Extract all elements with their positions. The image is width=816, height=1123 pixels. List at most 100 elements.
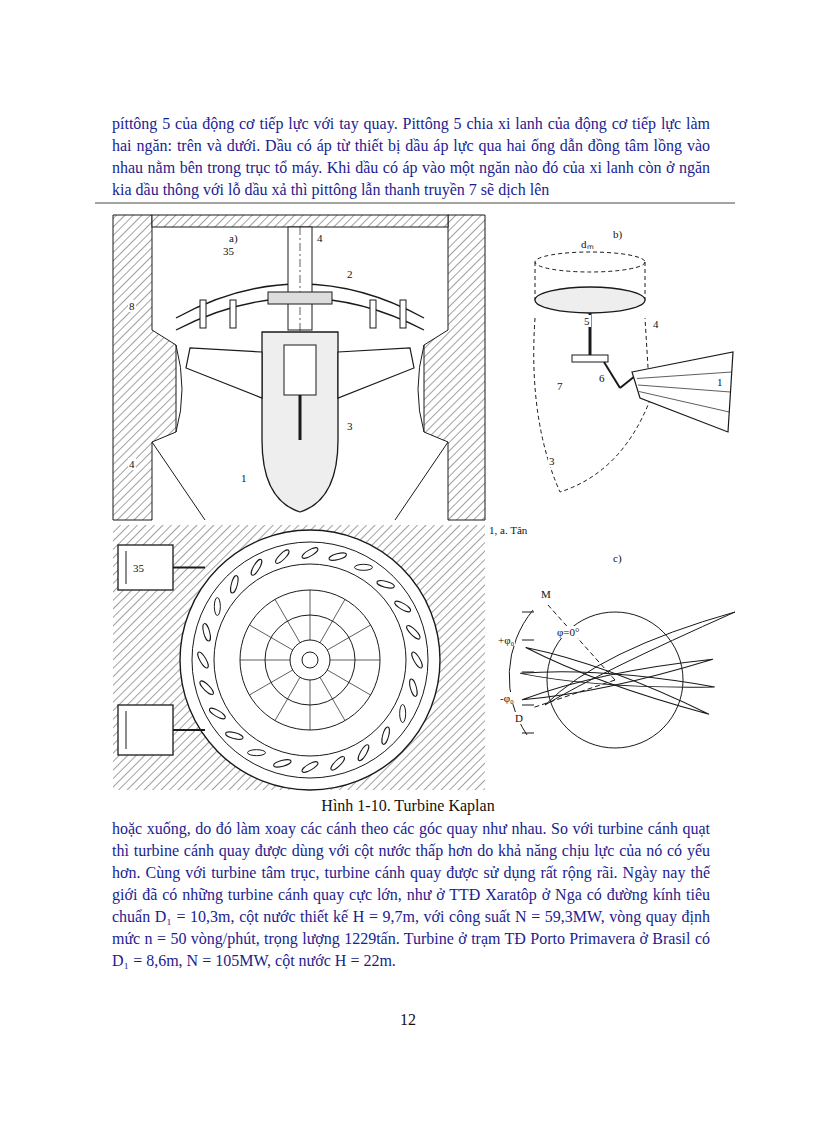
section-view <box>113 215 485 520</box>
crosshead <box>572 355 608 362</box>
callout-number: 1 <box>716 376 724 388</box>
draft-tube <box>395 442 448 520</box>
hub-circle <box>240 590 380 730</box>
runner-hub <box>262 332 338 512</box>
guide-vane <box>198 679 215 696</box>
angle-label: M <box>540 588 552 600</box>
hub-outline <box>535 262 536 300</box>
guide-vane <box>380 726 390 745</box>
hub-circle <box>290 640 330 680</box>
guide-vane <box>370 300 376 328</box>
arc-tick <box>522 612 534 613</box>
hub-outline <box>534 318 650 492</box>
radial-line <box>310 680 311 730</box>
plan-view <box>113 525 485 790</box>
blade-profile <box>521 653 714 704</box>
blade-profile <box>545 612 735 705</box>
servomotor-piston <box>126 551 127 584</box>
radial-line <box>330 660 380 661</box>
guide-vane <box>201 623 211 642</box>
runner-blade <box>632 352 733 432</box>
guide-vane <box>400 705 406 723</box>
angle-label: +φ₀ <box>497 634 515 646</box>
callout-number: 5 <box>583 315 591 327</box>
angle-label: φ=0° <box>556 626 580 638</box>
discharge-ring <box>176 345 182 432</box>
arc-tick <box>522 640 534 641</box>
rule-line <box>95 203 735 204</box>
servomotor-rod <box>173 567 205 569</box>
runner-blade <box>186 348 262 398</box>
arc-tick <box>522 705 534 706</box>
link <box>604 362 620 388</box>
guide-vane <box>200 300 206 328</box>
servomotor-cylinder <box>284 345 316 395</box>
guide-vane <box>301 760 320 774</box>
callout-number: 1 <box>240 472 248 484</box>
hub-sketch <box>534 252 733 492</box>
callout-number: 2 <box>346 268 354 280</box>
radial-line <box>275 599 300 642</box>
guide-vane <box>408 678 418 697</box>
guide-vane <box>196 651 210 670</box>
paragraph: hoặc xuống, do đó làm xoay các cánh theo… <box>112 818 710 972</box>
blade-profiles <box>509 605 735 748</box>
discharge-ring <box>418 345 424 432</box>
blade-profile <box>520 667 715 692</box>
angle-label: -φ₀ <box>499 692 515 704</box>
blade-profile <box>524 642 711 719</box>
callout-number: 3 <box>346 420 354 432</box>
concrete-slab <box>152 215 448 227</box>
hub-circle <box>302 652 318 668</box>
spiral-casing <box>180 530 440 790</box>
radial-line <box>275 677 300 720</box>
guide-vane <box>356 743 370 762</box>
callout-number: dₘ <box>580 238 595 250</box>
servomotor <box>118 545 173 590</box>
flange <box>268 292 332 304</box>
panel-label: b) <box>612 228 623 240</box>
panel-label: c) <box>612 552 623 564</box>
hub-top-outline <box>535 252 645 272</box>
figure-caption: Hình 1-10. Turbine Kaplan <box>0 796 816 816</box>
guide-vane <box>376 579 395 589</box>
callout-number: 35 <box>222 245 235 257</box>
guide-vane <box>393 599 412 613</box>
stay-ring <box>192 542 428 778</box>
guide-vane <box>328 551 347 561</box>
callout-number: 35 <box>132 562 145 574</box>
servomotor <box>118 705 173 755</box>
callout-number: 8 <box>128 300 136 312</box>
angle-label: D <box>514 712 524 724</box>
guide-vane <box>301 546 320 560</box>
draft-tube <box>152 442 205 520</box>
radial-line <box>327 670 370 695</box>
guide-vane <box>274 548 291 565</box>
callout-number: 4 <box>652 318 660 330</box>
concrete-wall <box>424 215 485 520</box>
concrete-wall <box>113 215 176 520</box>
callout-number: 3 <box>548 455 556 467</box>
radial-line <box>240 660 290 661</box>
guide-vane <box>329 755 346 772</box>
callout-number: 6 <box>598 372 606 384</box>
radial-line <box>310 590 311 640</box>
guide-vane <box>230 300 236 328</box>
callout-number: 4 <box>128 458 136 470</box>
radial-line <box>249 625 292 650</box>
page-number: 12 <box>400 1010 416 1030</box>
guide-vane <box>405 624 422 641</box>
guide-vane <box>208 706 227 720</box>
guide-vane <box>214 598 220 616</box>
blade-line <box>639 392 729 413</box>
callout-number: 7 <box>556 380 564 392</box>
runner-blade <box>338 348 414 398</box>
guide-vane <box>229 575 239 594</box>
figure-note: 1, a. Tân <box>488 524 528 536</box>
radial-line <box>320 599 345 642</box>
piston-rod <box>299 395 302 440</box>
paragraph: píttông 5 của động cơ tiếp lực với tay q… <box>112 113 710 201</box>
arc-tick <box>522 672 534 673</box>
arc-tick <box>522 733 534 734</box>
